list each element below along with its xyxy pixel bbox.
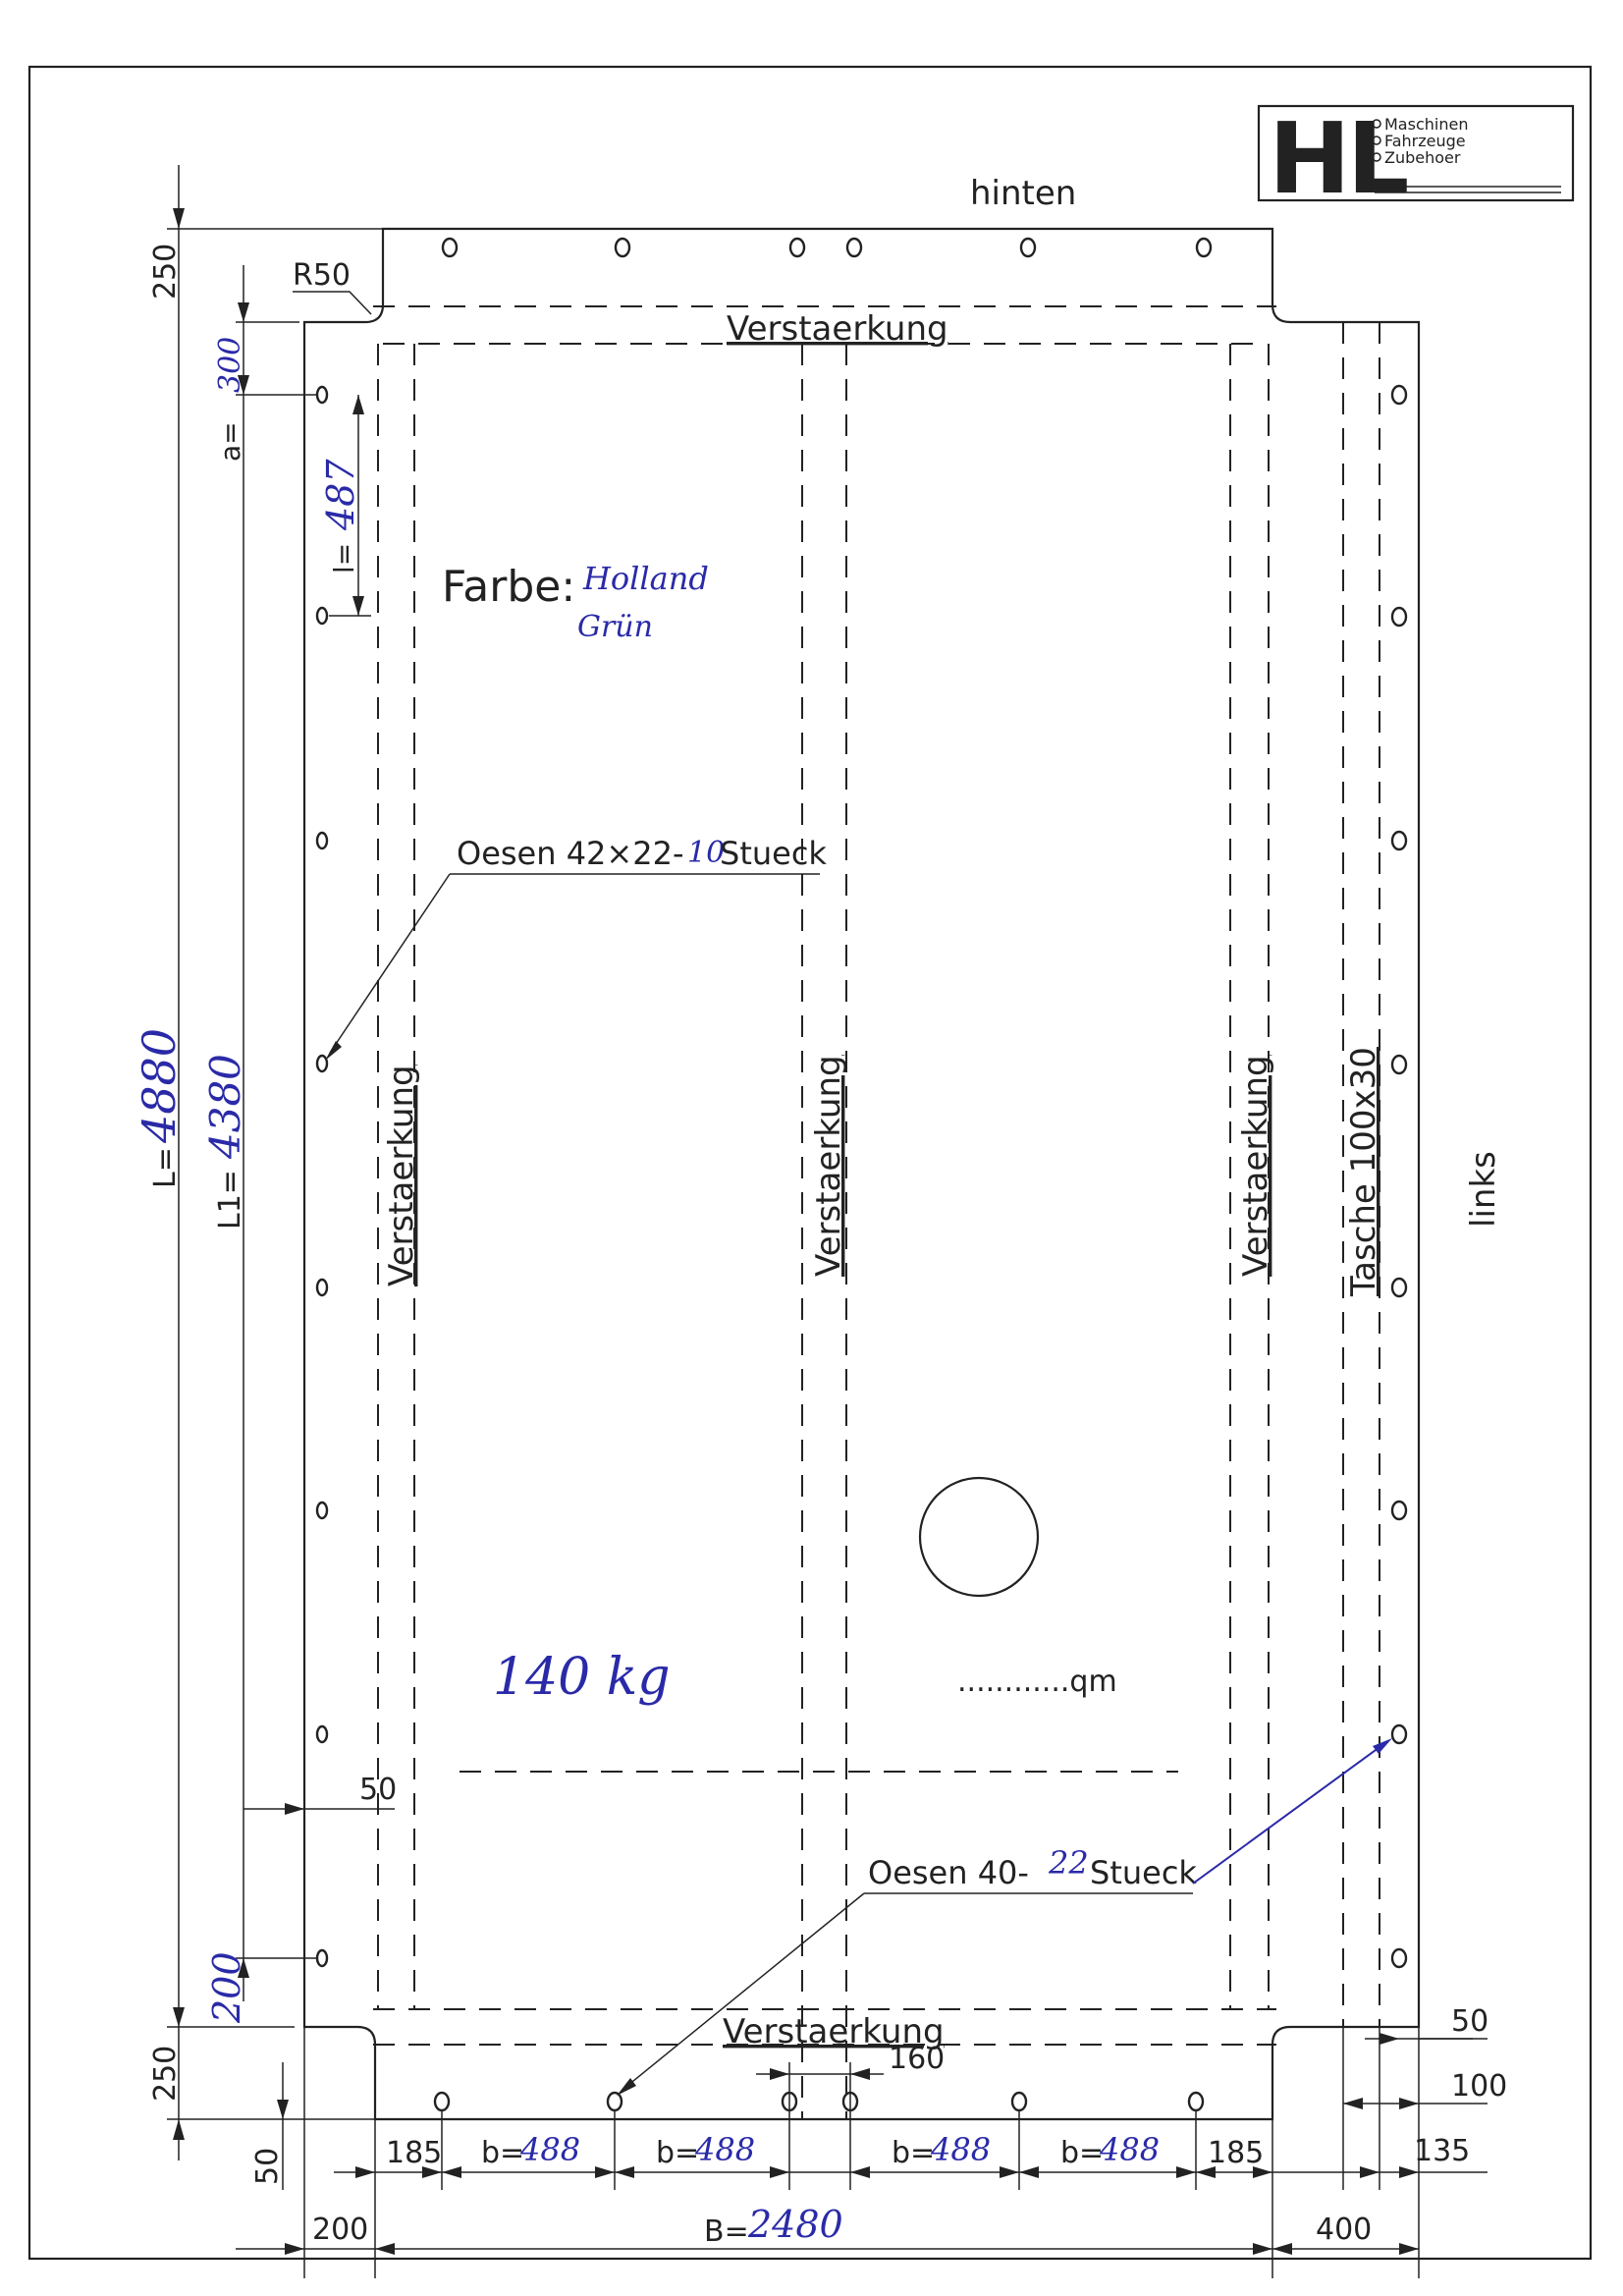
- colour-value-line2: Grün: [577, 610, 653, 644]
- bottom-dimensions: 160 185 b= 488 b= 488 b= 488 b= 488 185 …: [236, 2027, 1272, 2278]
- one-thirty-five-dimension: 135: [1414, 2134, 1470, 2168]
- logo-line-zubehoer: Zubehoer: [1384, 148, 1461, 167]
- fifty-right-dimension: 50: [1451, 2004, 1488, 2039]
- reinforcement-label-right: Verstaerkung: [1236, 1055, 1275, 1277]
- logo-letters: HL: [1269, 101, 1407, 216]
- reinforcement-label-left: Verstaerkung: [382, 1065, 421, 1286]
- left-200-dimension: 200: [312, 2213, 368, 2247]
- eyelets-left: [315, 385, 329, 1968]
- one-sixty-dimension: 160: [889, 2042, 945, 2076]
- side-left-label: links: [1464, 1151, 1503, 1228]
- b2-label: b=: [656, 2136, 699, 2170]
- side-back-label: hinten: [970, 174, 1076, 213]
- bottom-flap-dimension: 250: [148, 2046, 183, 2102]
- L-value: 4880: [133, 1028, 186, 1144]
- eyelets-right: [1390, 384, 1408, 1969]
- right-dimensions: 50 100 135 400: [1271, 2004, 1507, 2278]
- radius-label: R50: [293, 258, 351, 293]
- fifty-bottom-dimension: 50: [250, 2148, 285, 2185]
- b4-value: 488: [1099, 2131, 1160, 2168]
- bottom-offset-dimension: 200: [205, 1951, 248, 2024]
- eyelets-bottom: [433, 2091, 1205, 2112]
- b1-label: b=: [481, 2136, 524, 2170]
- reinforcement-label-top: Verstaerkung: [727, 309, 948, 349]
- side-eyelet-callout: Oesen 42×22- 10 Stueck: [325, 835, 827, 1061]
- main-eyelet-callout: Oesen 40- 22 Stueck: [617, 1738, 1392, 2096]
- pocket-label: Tasche 100x30: [1344, 1047, 1383, 1297]
- a-value: 300: [213, 337, 247, 393]
- right-400-dimension: 400: [1316, 2213, 1372, 2247]
- reinforcement-lines: [373, 305, 1380, 2119]
- edge-185-left: 185: [386, 2136, 442, 2170]
- eyelets-main-prefix: Oesen 40-: [868, 1854, 1029, 1891]
- sheet-frame: [27, 65, 1593, 2261]
- colour-value-line1: Holland: [582, 560, 709, 597]
- L1-value: 4380: [201, 1054, 249, 1160]
- b2-value: 488: [694, 2131, 755, 2168]
- l-label: l=: [328, 543, 360, 574]
- eyelets-side-suffix: Stueck: [720, 835, 827, 872]
- colour-label: Farbe:: [442, 562, 575, 612]
- L1-label: L1=: [213, 1170, 247, 1230]
- top-flap-dimension: 250: [148, 244, 183, 300]
- circular-opening: [918, 1476, 1040, 1598]
- l-value: 487: [319, 459, 362, 531]
- B-value: 2480: [747, 2203, 843, 2246]
- L-label: L=: [148, 1147, 183, 1188]
- a-label: a=: [214, 421, 246, 462]
- b1-value: 488: [519, 2131, 580, 2168]
- edge-185-right: 185: [1208, 2136, 1264, 2170]
- fifty-left-dimension: 50: [359, 1773, 397, 1807]
- eyelets-main-count: 22: [1048, 1844, 1089, 1882]
- weight-note: 140 kg: [493, 1648, 671, 1707]
- hundred-dimension: 100: [1451, 2069, 1507, 2104]
- eyelets-top: [441, 237, 1213, 258]
- b3-value: 488: [930, 2131, 991, 2168]
- left-dimensions: 250 250 a= 300 l= 487 L= 4880 L1= 4380 2…: [133, 165, 397, 2190]
- company-logo: HL Maschinen Fahrzeuge Zubehoer: [1257, 101, 1575, 216]
- reinforcement-label-bottom: Verstaerkung: [723, 2012, 945, 2051]
- eyelets-side-count: 10: [687, 836, 725, 870]
- logo-line-fahrzeuge: Fahrzeuge: [1384, 132, 1466, 150]
- eyelets-side-prefix: Oesen 42×22-: [457, 835, 683, 872]
- logo-line-maschinen: Maschinen: [1384, 115, 1468, 134]
- reinforcement-label-center: Verstaerkung: [809, 1055, 848, 1277]
- area-note: ............qm: [957, 1665, 1117, 1699]
- b3-label: b=: [892, 2136, 935, 2170]
- b4-label: b=: [1060, 2136, 1104, 2170]
- B-label: B=: [704, 2214, 749, 2249]
- eyelets-main-suffix: Stueck: [1090, 1854, 1197, 1891]
